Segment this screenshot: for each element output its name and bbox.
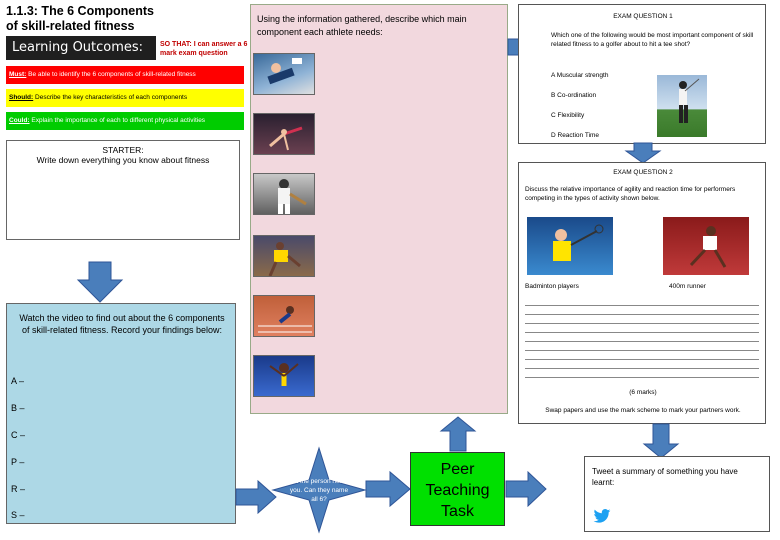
- 400m-runner-photo: [663, 217, 749, 275]
- letter-s: S –: [11, 510, 25, 520]
- must-label: Must:: [9, 71, 27, 78]
- must-text: Be able to identify the 6 components of …: [28, 71, 196, 78]
- hurdler-photo: [253, 295, 315, 337]
- could-outcome-bar: Could: Explain the importance of each to…: [6, 112, 244, 130]
- exam-1-option-b[interactable]: B Co-ordination: [551, 92, 597, 99]
- answer-lines[interactable]: [525, 297, 759, 383]
- page-title: 1.1.3: The 6 Components of skill-related…: [6, 4, 154, 33]
- exam-1-option-a[interactable]: A Muscular strength: [551, 72, 609, 79]
- exam-1-option-c[interactable]: C Flexibility: [551, 112, 585, 119]
- golfer-photo: [657, 75, 707, 137]
- starter-box[interactable]: STARTER: Write down everything you know …: [6, 140, 240, 240]
- down-arrow-icon: [624, 142, 662, 164]
- starter-text: Write down everything you know about fit…: [36, 155, 210, 165]
- letter-p: P –: [11, 457, 25, 467]
- twitter-bird-icon: [593, 509, 611, 523]
- exam-question-2-box: EXAM QUESTION 2 Discuss the relative imp…: [518, 162, 766, 424]
- badminton-photo: [527, 217, 613, 275]
- exam-question-1-box: EXAM QUESTION 1 Which one of the followi…: [518, 4, 766, 144]
- right-arrow-icon: [235, 479, 277, 515]
- cricketer-photo: [253, 173, 315, 215]
- exam-1-question: Which one of the following would be most…: [551, 32, 754, 48]
- letter-r: R –: [11, 484, 26, 494]
- tweet-summary-box[interactable]: Tweet a summary of something you have le…: [584, 456, 770, 532]
- must-outcome-bar: Must: Be able to identify the 6 componen…: [6, 66, 244, 84]
- exam-1-option-d[interactable]: D Reaction Time: [551, 132, 600, 139]
- exam-2-heading: EXAM QUESTION 2: [613, 169, 673, 176]
- should-text: Describe the key characteristics of each…: [35, 94, 188, 101]
- down-arrow-icon: [76, 261, 124, 303]
- down-arrow-icon: [642, 423, 680, 459]
- runner-caption: 400m runner: [669, 283, 706, 290]
- peer-teaching-box: Peer Teaching Task: [410, 452, 505, 526]
- test-partner-text: Test the person next to you. Can they na…: [286, 478, 352, 503]
- bolt-photo: [253, 355, 315, 397]
- learning-outcomes-label: Learning Outcomes:: [6, 36, 156, 60]
- could-text: Explain the importance of each to differ…: [31, 117, 206, 124]
- letter-c: C –: [11, 430, 26, 440]
- sprinter-photo: [253, 235, 315, 277]
- goalkeeper-photo: [253, 53, 315, 95]
- athletes-panel: Using the information gathered, describe…: [250, 4, 508, 414]
- letter-a: A –: [11, 376, 25, 386]
- letter-b: B –: [11, 403, 25, 413]
- right-arrow-icon: [365, 470, 411, 508]
- four-point-star-shape: [271, 446, 367, 534]
- right-arrow-icon: [505, 470, 547, 508]
- video-findings-box[interactable]: Watch the video to find out about the 6 …: [6, 303, 236, 524]
- could-label: Could:: [9, 117, 30, 124]
- exam-2-question: Discuss the relative importance of agili…: [525, 186, 736, 202]
- marks-text: (6 marks): [629, 389, 657, 396]
- should-label: Should:: [9, 94, 34, 101]
- up-arrow-icon: [439, 416, 477, 452]
- badminton-caption: Badminton players: [525, 283, 579, 290]
- video-findings-heading: Watch the video to find out about the 6 …: [19, 313, 225, 335]
- starter-heading: STARTER:: [102, 145, 144, 155]
- should-outcome-bar: Should: Describe the key characteristics…: [6, 89, 244, 107]
- exam-1-heading: EXAM QUESTION 1: [613, 13, 673, 20]
- athletes-prompt: Using the information gathered, describe…: [257, 14, 467, 37]
- tweet-prompt: Tweet a summary of something you have le…: [592, 467, 738, 487]
- gymnast-photo: [253, 113, 315, 155]
- so-that-text: SO THAT: I can answer a 6 mark exam ques…: [160, 41, 248, 57]
- swap-papers-text: Swap papers and use the mark scheme to m…: [545, 407, 741, 414]
